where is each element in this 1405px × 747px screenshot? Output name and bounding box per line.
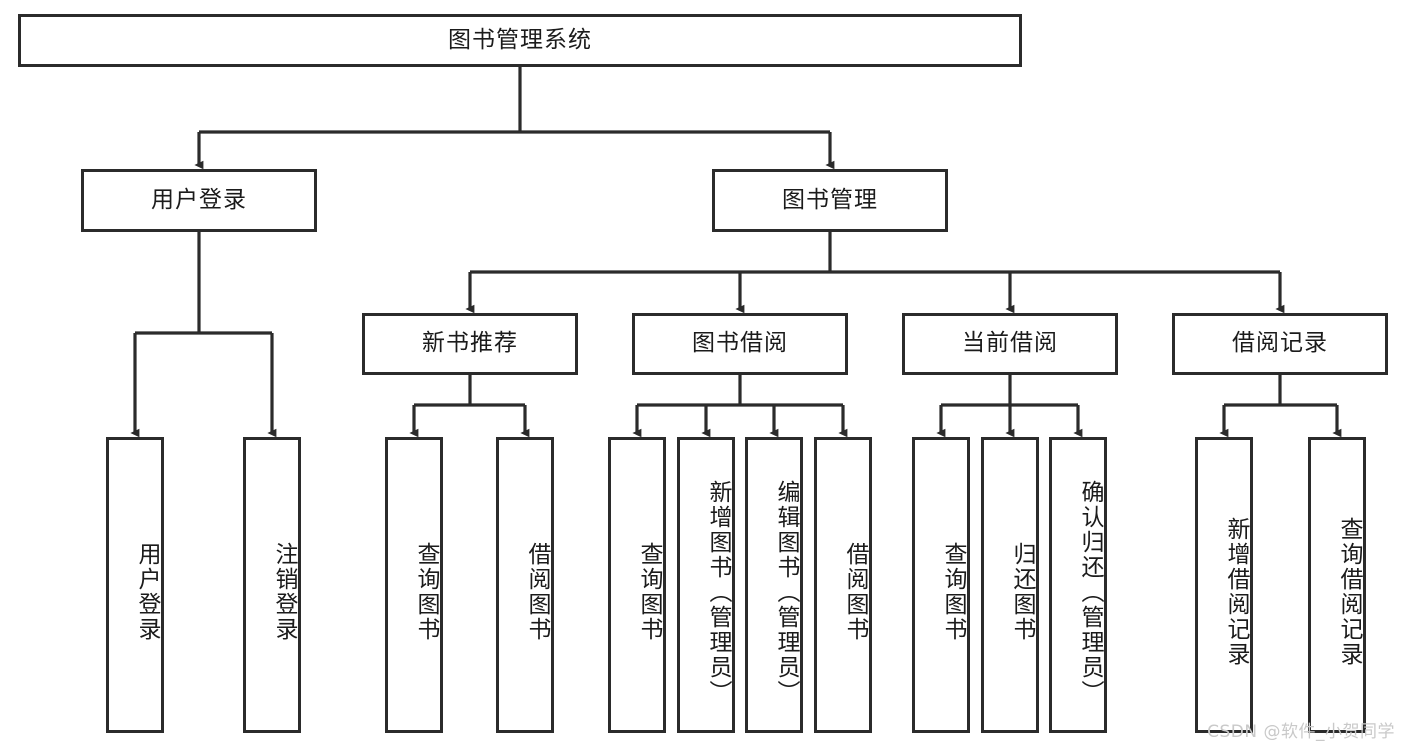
leaf-label: 查询借阅记录: [1336, 517, 1362, 667]
leaf-new-book-query[interactable]: 查询图书: [385, 437, 443, 733]
leaf-book-borrow-add[interactable]: 新增图书（管理员）: [677, 437, 735, 733]
leaf-label: 借阅图书: [524, 542, 550, 642]
leaf-label: 确认归还（管理员）: [1077, 479, 1103, 705]
leaf-label: 新增图书（管理员）: [705, 479, 731, 705]
leaf-label: 编辑图书（管理员）: [773, 479, 799, 705]
leaf-label: 注销登录: [271, 542, 297, 642]
leaf-label: 用户登录: [134, 542, 160, 642]
leaf-current-borrow-query[interactable]: 查询图书: [912, 437, 970, 733]
leaf-user-login-login[interactable]: 用户登录: [106, 437, 164, 733]
node-user-login[interactable]: 用户登录: [81, 169, 317, 232]
leaf-current-borrow-return[interactable]: 归还图书: [981, 437, 1039, 733]
node-book-borrow[interactable]: 图书借阅: [632, 313, 848, 375]
leaf-label: 借阅图书: [842, 542, 868, 642]
node-current-borrow-label: 当前借阅: [962, 330, 1058, 357]
node-user-login-label: 用户登录: [151, 186, 247, 213]
node-borrow-record-label: 借阅记录: [1232, 330, 1328, 357]
node-book-manage[interactable]: 图书管理: [712, 169, 948, 232]
leaf-book-borrow-borrow[interactable]: 借阅图书: [814, 437, 872, 733]
node-borrow-record[interactable]: 借阅记录: [1172, 313, 1388, 375]
node-new-book-recommend-label: 新书推荐: [422, 330, 518, 357]
leaf-label: 查询图书: [940, 542, 966, 642]
leaf-book-borrow-edit[interactable]: 编辑图书（管理员）: [745, 437, 803, 733]
leaf-label: 新增借阅记录: [1223, 517, 1249, 667]
node-book-borrow-label: 图书借阅: [692, 330, 788, 357]
node-current-borrow[interactable]: 当前借阅: [902, 313, 1118, 375]
node-root[interactable]: 图书管理系统: [18, 14, 1022, 67]
leaf-borrow-record-query[interactable]: 查询借阅记录: [1308, 437, 1366, 733]
node-root-label: 图书管理系统: [448, 26, 592, 53]
leaf-label: 查询图书: [413, 542, 439, 642]
leaf-label: 归还图书: [1009, 542, 1035, 642]
leaf-user-login-logout[interactable]: 注销登录: [243, 437, 301, 733]
leaf-label: 查询图书: [636, 542, 662, 642]
leaf-borrow-record-add[interactable]: 新增借阅记录: [1195, 437, 1253, 733]
node-book-manage-label: 图书管理: [782, 186, 878, 213]
watermark: CSDN @软件_小贺同学: [1207, 722, 1395, 742]
leaf-book-borrow-query[interactable]: 查询图书: [608, 437, 666, 733]
leaf-new-book-borrow[interactable]: 借阅图书: [496, 437, 554, 733]
leaf-current-borrow-confirm[interactable]: 确认归还（管理员）: [1049, 437, 1107, 733]
node-new-book-recommend[interactable]: 新书推荐: [362, 313, 578, 375]
